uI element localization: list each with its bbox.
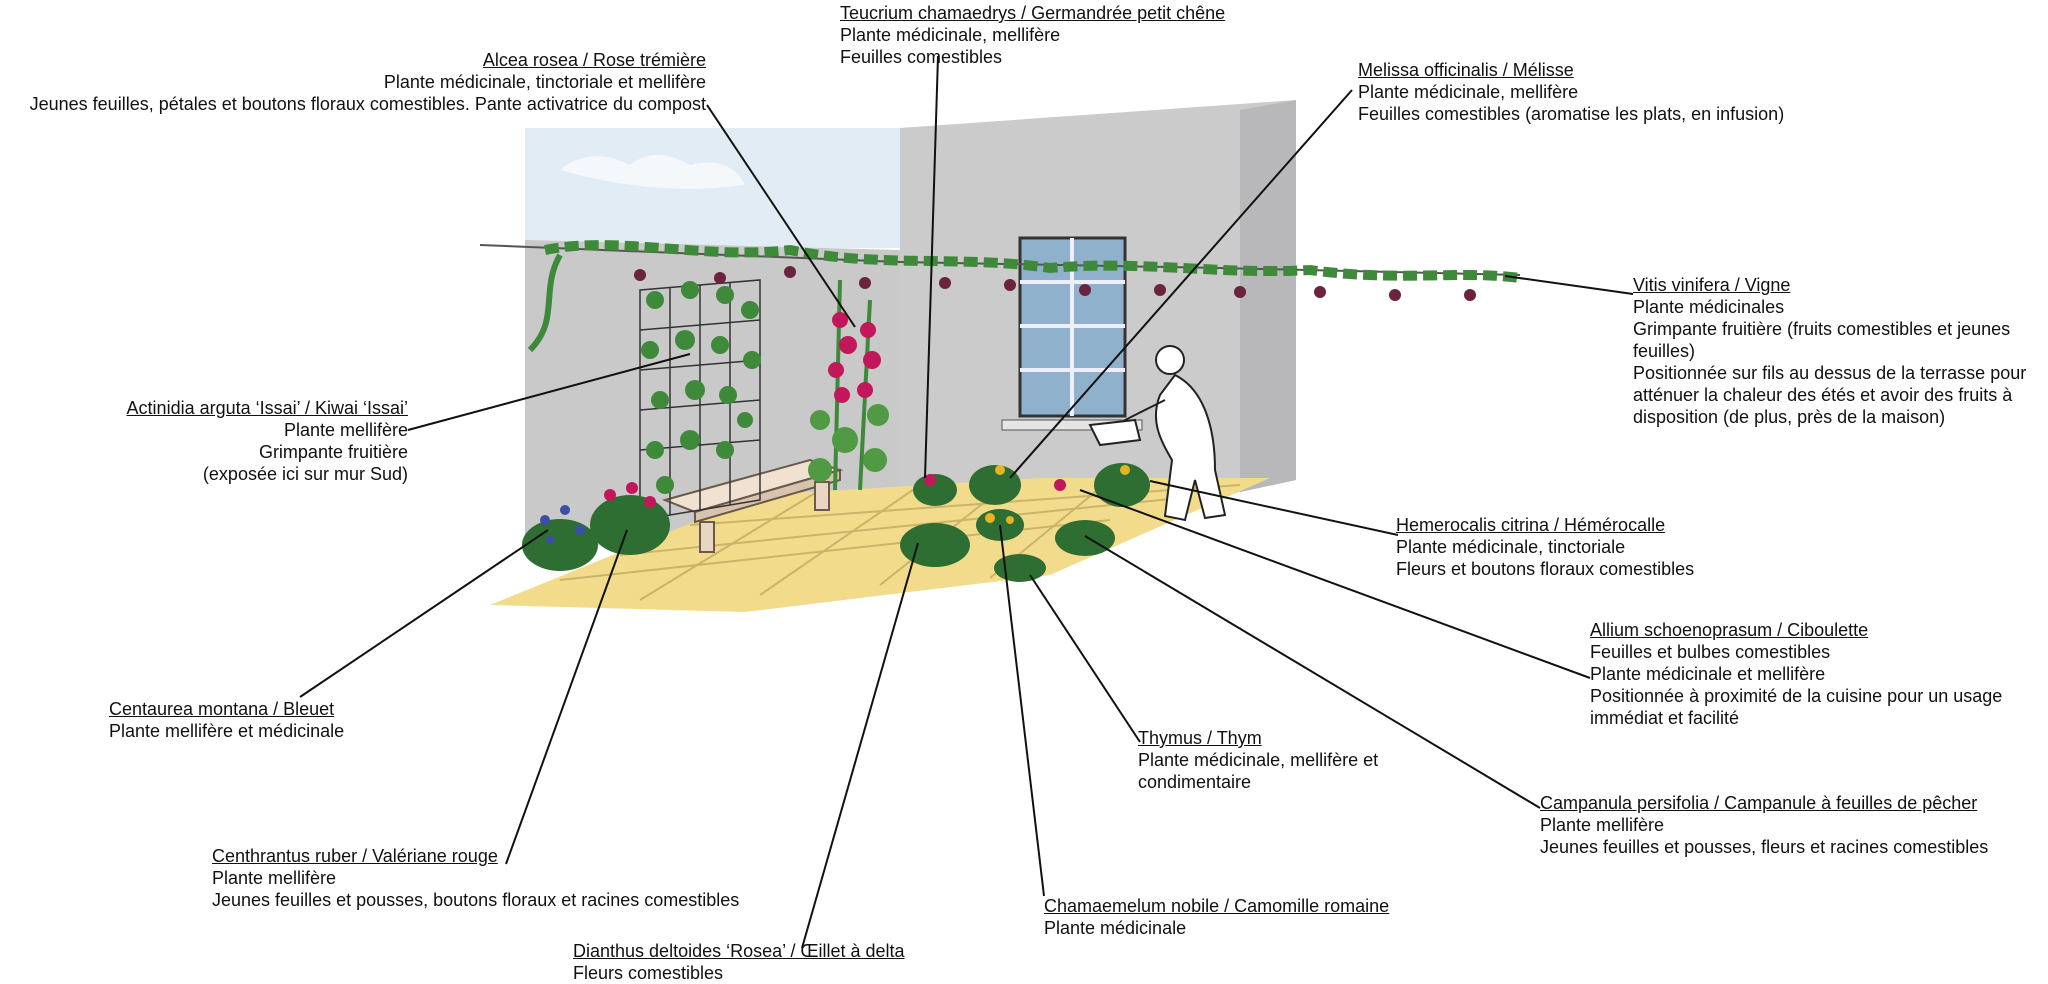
label-title: Chamaemelum nobile / Camomille romaine [1044, 896, 1390, 916]
vine [479, 240, 1521, 353]
label-chamaemelum: Chamaemelum nobile / Camomille romaine P… [1044, 896, 1390, 938]
label-centhrantus: Centhrantus ruber / Valériane rouge Plan… [212, 846, 740, 910]
label-hemerocalis: Hemerocalis citrina / Hémérocalle Plante… [1396, 515, 1695, 579]
label-alcea: Alcea rosea / Rose trémière Plante médic… [29, 50, 706, 114]
plants [522, 463, 1150, 582]
label-vitis: Vitis vinifera / Vigne Plante médicinale… [1633, 275, 2027, 427]
label-title: Allium schoenoprasum / Ciboulette [1590, 620, 1869, 640]
label-title: Alcea rosea / Rose trémière [482, 50, 706, 70]
label-title: Actinidia arguta ‘Issai’ / Kiwai ‘Issai’ [126, 398, 408, 418]
label-title: Teucrium chamaedrys / Germandrée petit c… [840, 3, 1226, 23]
label-teucrium: Teucrium chamaedrys / Germandrée petit c… [840, 3, 1226, 67]
label-title: Dianthus deltoides ‘Rosea’ / Œillet à de… [573, 941, 905, 961]
kiwi-foliage [641, 281, 761, 494]
label-title: Campanula persifolia / Campanule à feuil… [1540, 793, 1978, 813]
label-dianthus: Dianthus deltoides ‘Rosea’ / Œillet à de… [573, 941, 905, 983]
label-title: Vitis vinifera / Vigne [1633, 275, 1791, 295]
label-allium: Allium schoenoprasum / Ciboulette Feuill… [1590, 620, 2003, 728]
label-title: Melissa officinalis / Mélisse [1358, 60, 1574, 80]
label-title: Thymus / Thym [1138, 728, 1262, 748]
leader-lines [299, 55, 1634, 949]
bench [661, 458, 844, 553]
label-melissa: Melissa officinalis / Mélisse Plante méd… [1358, 60, 1785, 124]
wall-shadow [1240, 100, 1296, 492]
label-title: Hemerocalis citrina / Hémérocalle [1396, 515, 1666, 535]
label-thymus: Thymus / Thym Plante médicinale, mellifè… [1138, 728, 1379, 792]
hollyhock [808, 279, 889, 491]
label-campanula: Campanula persifolia / Campanule à feuil… [1540, 793, 1989, 857]
label-title: Centhrantus ruber / Valériane rouge [212, 846, 498, 866]
cloud [560, 155, 745, 189]
gardener [1088, 345, 1227, 522]
label-actinidia: Actinidia arguta ‘Issai’ / Kiwai ‘Issai’… [126, 398, 408, 484]
label-title: Centaurea montana / Bleuet [109, 699, 335, 719]
label-centaurea: Centaurea montana / Bleuet Plante mellif… [109, 699, 345, 741]
